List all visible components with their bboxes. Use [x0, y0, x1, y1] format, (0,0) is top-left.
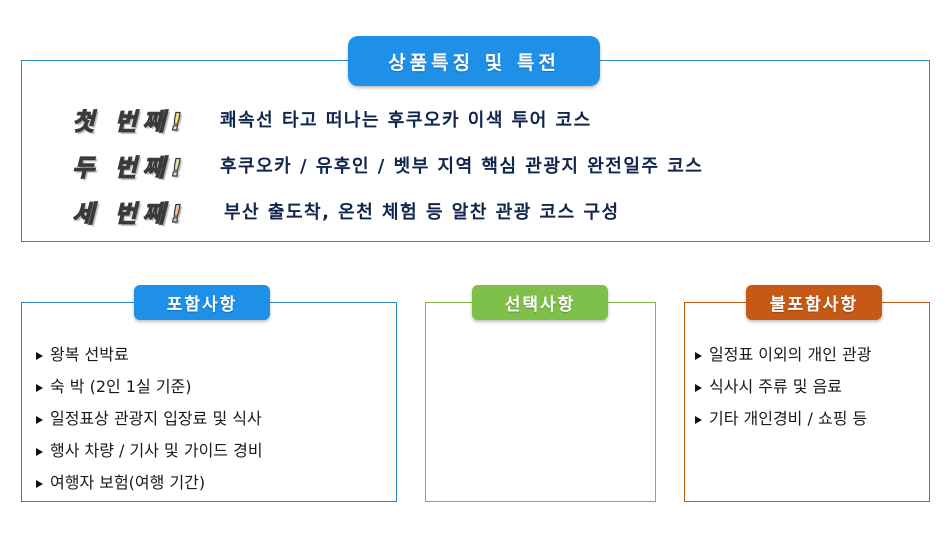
feature-ordinal-1: 첫 번째! [72, 107, 188, 136]
excluded-title: 불포함사항 [746, 285, 882, 320]
list-item-label: 일정표상 관광지 입장료 및 식사 [50, 409, 262, 428]
feature-ordinal-2: 두 번째! [72, 153, 188, 182]
list-item-label: 식사시 주류 및 음료 [709, 377, 843, 396]
excluded-list: 일정표 이외의 개인 관광 식사시 주류 및 음료 기타 개인경비 / 쇼핑 등 [695, 337, 871, 433]
list-item-label: 왕복 선박료 [50, 345, 129, 364]
feature-row-2: 두 번째! 후쿠오카 / 유후인 / 벳부 지역 핵심 관광지 완전일주 코스 [22, 145, 931, 185]
feature-row-1: 첫 번째! 쾌속선 타고 떠나는 후쿠오카 이색 투어 코스 [22, 99, 931, 139]
excluded-box: 일정표 이외의 개인 관광 식사시 주류 및 음료 기타 개인경비 / 쇼핑 등 [684, 302, 930, 502]
bullet-icon [36, 352, 43, 360]
list-item: 일정표상 관광지 입장료 및 식사 [36, 401, 263, 433]
feature-text-1: 쾌속선 타고 떠나는 후쿠오카 이색 투어 코스 [220, 110, 592, 131]
list-item: 여행자 보험(여행 기간) [36, 465, 263, 497]
list-item-label: 여행자 보험(여행 기간) [50, 473, 206, 492]
bullet-icon [695, 416, 702, 424]
list-item: 왕복 선박료 [36, 337, 263, 369]
optional-box [425, 302, 656, 502]
list-item-label: 일정표 이외의 개인 관광 [709, 345, 872, 364]
list-item: 숙 박 (2인 1실 기준) [36, 369, 263, 401]
feature-ordinal-3: 세 번째! [72, 199, 188, 228]
bullet-icon [695, 352, 702, 360]
features-box: 첫 번째! 쾌속선 타고 떠나는 후쿠오카 이색 투어 코스 두 번째! 후쿠오… [21, 60, 930, 242]
bullet-icon [36, 480, 43, 488]
list-item: 기타 개인경비 / 쇼핑 등 [695, 401, 871, 433]
bullet-icon [36, 448, 43, 456]
list-item: 행사 차량 / 기사 및 가이드 경비 [36, 433, 263, 465]
included-box: 왕복 선박료 숙 박 (2인 1실 기준) 일정표상 관광지 입장료 및 식사 … [21, 302, 397, 502]
included-title: 포함사항 [134, 285, 270, 320]
bullet-icon [36, 384, 43, 392]
optional-title: 선택사항 [472, 285, 608, 320]
feature-row-3: 세 번째! 부산 출도착, 온천 체험 등 알찬 관광 코스 구성 [22, 191, 931, 231]
feature-text-3: 부산 출도착, 온천 체험 등 알찬 관광 코스 구성 [224, 202, 620, 223]
feature-text-2: 후쿠오카 / 유후인 / 벳부 지역 핵심 관광지 완전일주 코스 [220, 156, 704, 177]
features-title: 상품특징 및 특전 [348, 36, 600, 86]
bullet-icon [695, 384, 702, 392]
list-item-label: 기타 개인경비 / 쇼핑 등 [709, 409, 868, 428]
list-item: 식사시 주류 및 음료 [695, 369, 871, 401]
included-list: 왕복 선박료 숙 박 (2인 1실 기준) 일정표상 관광지 입장료 및 식사 … [36, 337, 263, 497]
list-item-label: 행사 차량 / 기사 및 가이드 경비 [50, 441, 263, 460]
list-item-label: 숙 박 (2인 1실 기준) [50, 377, 192, 396]
bullet-icon [36, 416, 43, 424]
list-item: 일정표 이외의 개인 관광 [695, 337, 871, 369]
